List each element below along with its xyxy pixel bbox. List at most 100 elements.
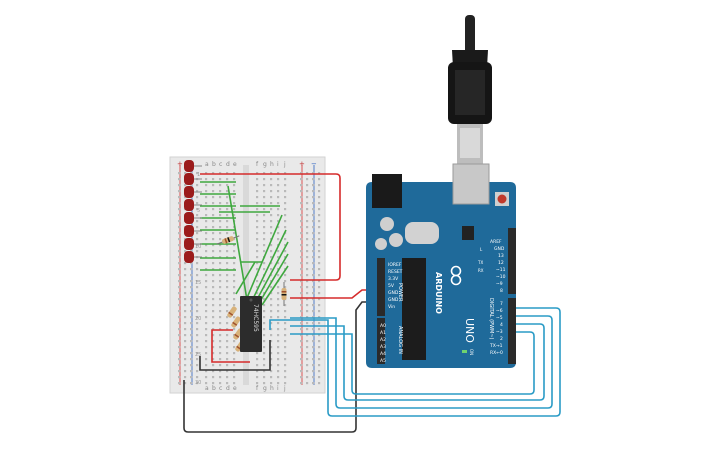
breadboard-hole xyxy=(219,358,222,361)
breadboard-hole xyxy=(212,352,215,355)
breadboard-hole xyxy=(300,274,303,277)
breadboard-hole xyxy=(256,286,259,289)
breadboard-hole xyxy=(233,334,236,337)
breadboard-hole xyxy=(178,220,181,223)
breadboard-hole xyxy=(205,244,208,247)
breadboard-hole xyxy=(284,352,287,355)
breadboard-hole xyxy=(205,352,208,355)
breadboard-hole xyxy=(196,334,199,337)
breadboard-hole xyxy=(256,244,259,247)
breadboard-hole xyxy=(226,370,229,373)
breadboard-hole xyxy=(312,280,315,283)
breadboard-hole xyxy=(178,298,181,301)
breadboard-hole xyxy=(306,172,309,175)
breadboard-hole xyxy=(256,382,259,385)
breadboard-hole xyxy=(219,346,222,349)
breadboard-hole xyxy=(263,346,266,349)
breadboard-hole xyxy=(277,202,280,205)
breadboard-hole xyxy=(256,352,259,355)
breadboard-hole xyxy=(270,244,273,247)
breadboard-hole xyxy=(233,268,236,271)
pin-12: 12 xyxy=(498,260,504,266)
breadboard-hole xyxy=(196,310,199,313)
pin-a2: A2 xyxy=(380,337,386,343)
wire-green-12 xyxy=(243,214,283,306)
wire-blue-clock xyxy=(290,331,535,395)
breadboard-hole xyxy=(270,178,273,181)
breadboard-hole xyxy=(205,202,208,205)
col-label-b: b xyxy=(212,161,216,168)
breadboard-hole xyxy=(284,238,287,241)
black-wires xyxy=(183,301,378,433)
col-label-j: j xyxy=(283,161,286,168)
breadboard-hole xyxy=(263,220,266,223)
breadboard-hole xyxy=(270,292,273,295)
breadboard-hole xyxy=(312,346,315,349)
breadboard-hole xyxy=(233,382,236,385)
breadboard-hole xyxy=(306,358,309,361)
breadboard-hole xyxy=(212,178,215,181)
breadboard-hole xyxy=(277,214,280,217)
breadboard-hole xyxy=(212,316,215,319)
breadboard-hole xyxy=(219,178,222,181)
breadboard-hole xyxy=(178,172,181,175)
breadboard-hole xyxy=(318,202,321,205)
breadboard-hole xyxy=(184,172,187,175)
breadboard-hole xyxy=(212,190,215,193)
breadboard-hole xyxy=(270,328,273,331)
breadboard-hole xyxy=(256,292,259,295)
breadboard-hole xyxy=(184,334,187,337)
breadboard-hole xyxy=(178,316,181,319)
breadboard-hole xyxy=(284,274,287,277)
col-label-i: i xyxy=(277,161,279,168)
breadboard-hole xyxy=(312,328,315,331)
breadboard-hole xyxy=(196,244,199,247)
breadboard-hole xyxy=(306,178,309,181)
breadboard-hole xyxy=(219,184,222,187)
pin-a1: A1 xyxy=(380,330,386,336)
resistor-3 xyxy=(227,306,237,318)
breadboard-hole xyxy=(205,310,208,313)
breadboard-hole xyxy=(219,286,222,289)
breadboard-hole xyxy=(263,298,266,301)
on-label: ON xyxy=(469,349,474,355)
breadboard-hole xyxy=(212,256,215,259)
breadboard-hole xyxy=(226,178,229,181)
breadboard-hole xyxy=(196,250,199,253)
breadboard-hole xyxy=(277,370,280,373)
breadboard-hole xyxy=(270,346,273,349)
breadboard-hole xyxy=(184,262,187,265)
col-label-h-bottom: h xyxy=(270,385,274,392)
breadboard-hole xyxy=(219,382,222,385)
breadboard-hole xyxy=(263,178,266,181)
breadboard-hole xyxy=(256,376,259,379)
breadboard-hole xyxy=(219,274,222,277)
breadboard-hole xyxy=(284,280,287,283)
breadboard-hole xyxy=(318,178,321,181)
breadboard-hole xyxy=(318,196,321,199)
breadboard-hole xyxy=(219,364,222,367)
breadboard-hole xyxy=(196,346,199,349)
breadboard-hole xyxy=(318,334,321,337)
breadboard-hole xyxy=(233,358,236,361)
breadboard-hole xyxy=(190,358,193,361)
breadboard-hole xyxy=(284,172,287,175)
breadboard-hole xyxy=(190,322,193,325)
analog-header-label: ANALOG IN xyxy=(397,326,403,354)
breadboard-hole xyxy=(219,376,222,379)
breadboard-hole xyxy=(184,196,187,199)
breadboard-hole xyxy=(277,226,280,229)
breadboard-hole xyxy=(190,298,193,301)
breadboard-hole xyxy=(300,226,303,229)
wire-blue-data xyxy=(290,315,553,409)
breadboard-hole xyxy=(256,202,259,205)
breadboard-hole xyxy=(318,268,321,271)
breadboard-hole xyxy=(284,310,287,313)
breadboard-hole xyxy=(226,274,229,277)
breadboard-hole xyxy=(312,268,315,271)
breadboard-hole xyxy=(233,190,236,193)
breadboard-hole xyxy=(306,346,309,349)
breadboard-hole xyxy=(263,358,266,361)
breadboard-hole xyxy=(190,184,193,187)
breadboard-hole xyxy=(263,322,266,325)
